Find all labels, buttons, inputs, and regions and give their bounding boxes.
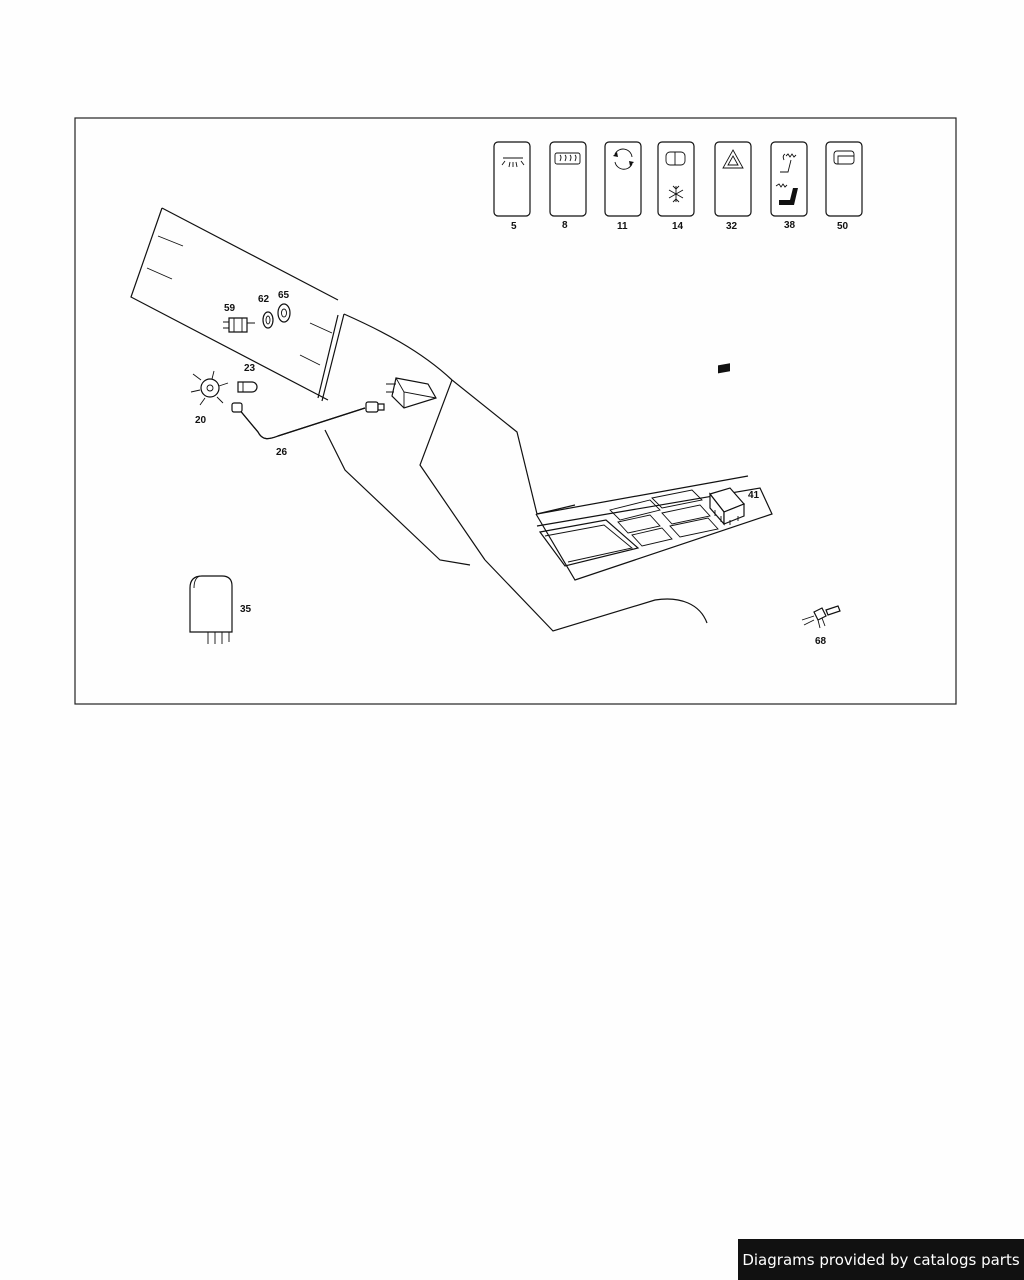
part-59-socket[interactable]: 59 <box>223 303 255 333</box>
callout-14: 14 <box>672 221 684 232</box>
callout-20: 20 <box>195 415 207 426</box>
rear-defroster-icon <box>554 152 581 165</box>
credit-text: Diagrams provided by catalogs parts <box>742 1250 1020 1269</box>
callout-8: 8 <box>562 220 568 231</box>
callout-68: 68 <box>815 636 827 647</box>
callout-23: 23 <box>244 363 256 374</box>
ac-snowflake-icon <box>665 151 686 203</box>
dashboard-outline <box>130 207 773 632</box>
callout-26: 26 <box>276 447 288 458</box>
callout-32: 32 <box>726 221 738 232</box>
part-65-nut[interactable]: 65 <box>277 290 291 323</box>
callout-50: 50 <box>837 221 849 232</box>
part-62-washer[interactable]: 62 <box>258 294 274 329</box>
part-35-relay[interactable]: 35 <box>189 575 252 644</box>
part-41-switch[interactable]: 41 <box>708 363 760 526</box>
switch-32[interactable]: 32 <box>714 141 752 232</box>
callout-11: 11 <box>617 221 628 232</box>
callout-5: 5 <box>511 221 517 232</box>
callout-62: 62 <box>258 294 270 305</box>
hazard-triangle-icon <box>722 149 744 169</box>
switch-38[interactable]: 38 <box>770 141 808 231</box>
part-68-sensor[interactable]: 68 <box>801 605 841 647</box>
seat-heater-icon <box>775 153 798 205</box>
callout-41: 41 <box>748 490 760 501</box>
callout-38: 38 <box>784 220 796 231</box>
callout-59: 59 <box>224 303 236 314</box>
switch-housing[interactable] <box>386 377 437 409</box>
diagram-frame <box>74 117 957 705</box>
callout-65: 65 <box>278 290 290 301</box>
switch-5[interactable]: 5 <box>493 141 531 232</box>
blank-switch-icon <box>833 150 855 165</box>
interior-light-icon <box>501 157 525 168</box>
switch-14[interactable]: 14 <box>657 141 695 232</box>
part-26-cable[interactable]: 26 <box>231 401 385 458</box>
part-23-bulb[interactable]: 23 <box>237 363 258 393</box>
part-20-lamp-holder[interactable]: 20 <box>190 370 229 426</box>
recirculation-icon <box>613 148 634 170</box>
callout-35: 35 <box>240 604 252 615</box>
switch-11[interactable]: 11 <box>604 141 642 232</box>
switch-8[interactable]: 8 <box>549 141 587 231</box>
credit-banner: Diagrams provided by catalogs parts <box>738 1239 1024 1280</box>
switch-50[interactable]: 50 <box>825 141 863 232</box>
